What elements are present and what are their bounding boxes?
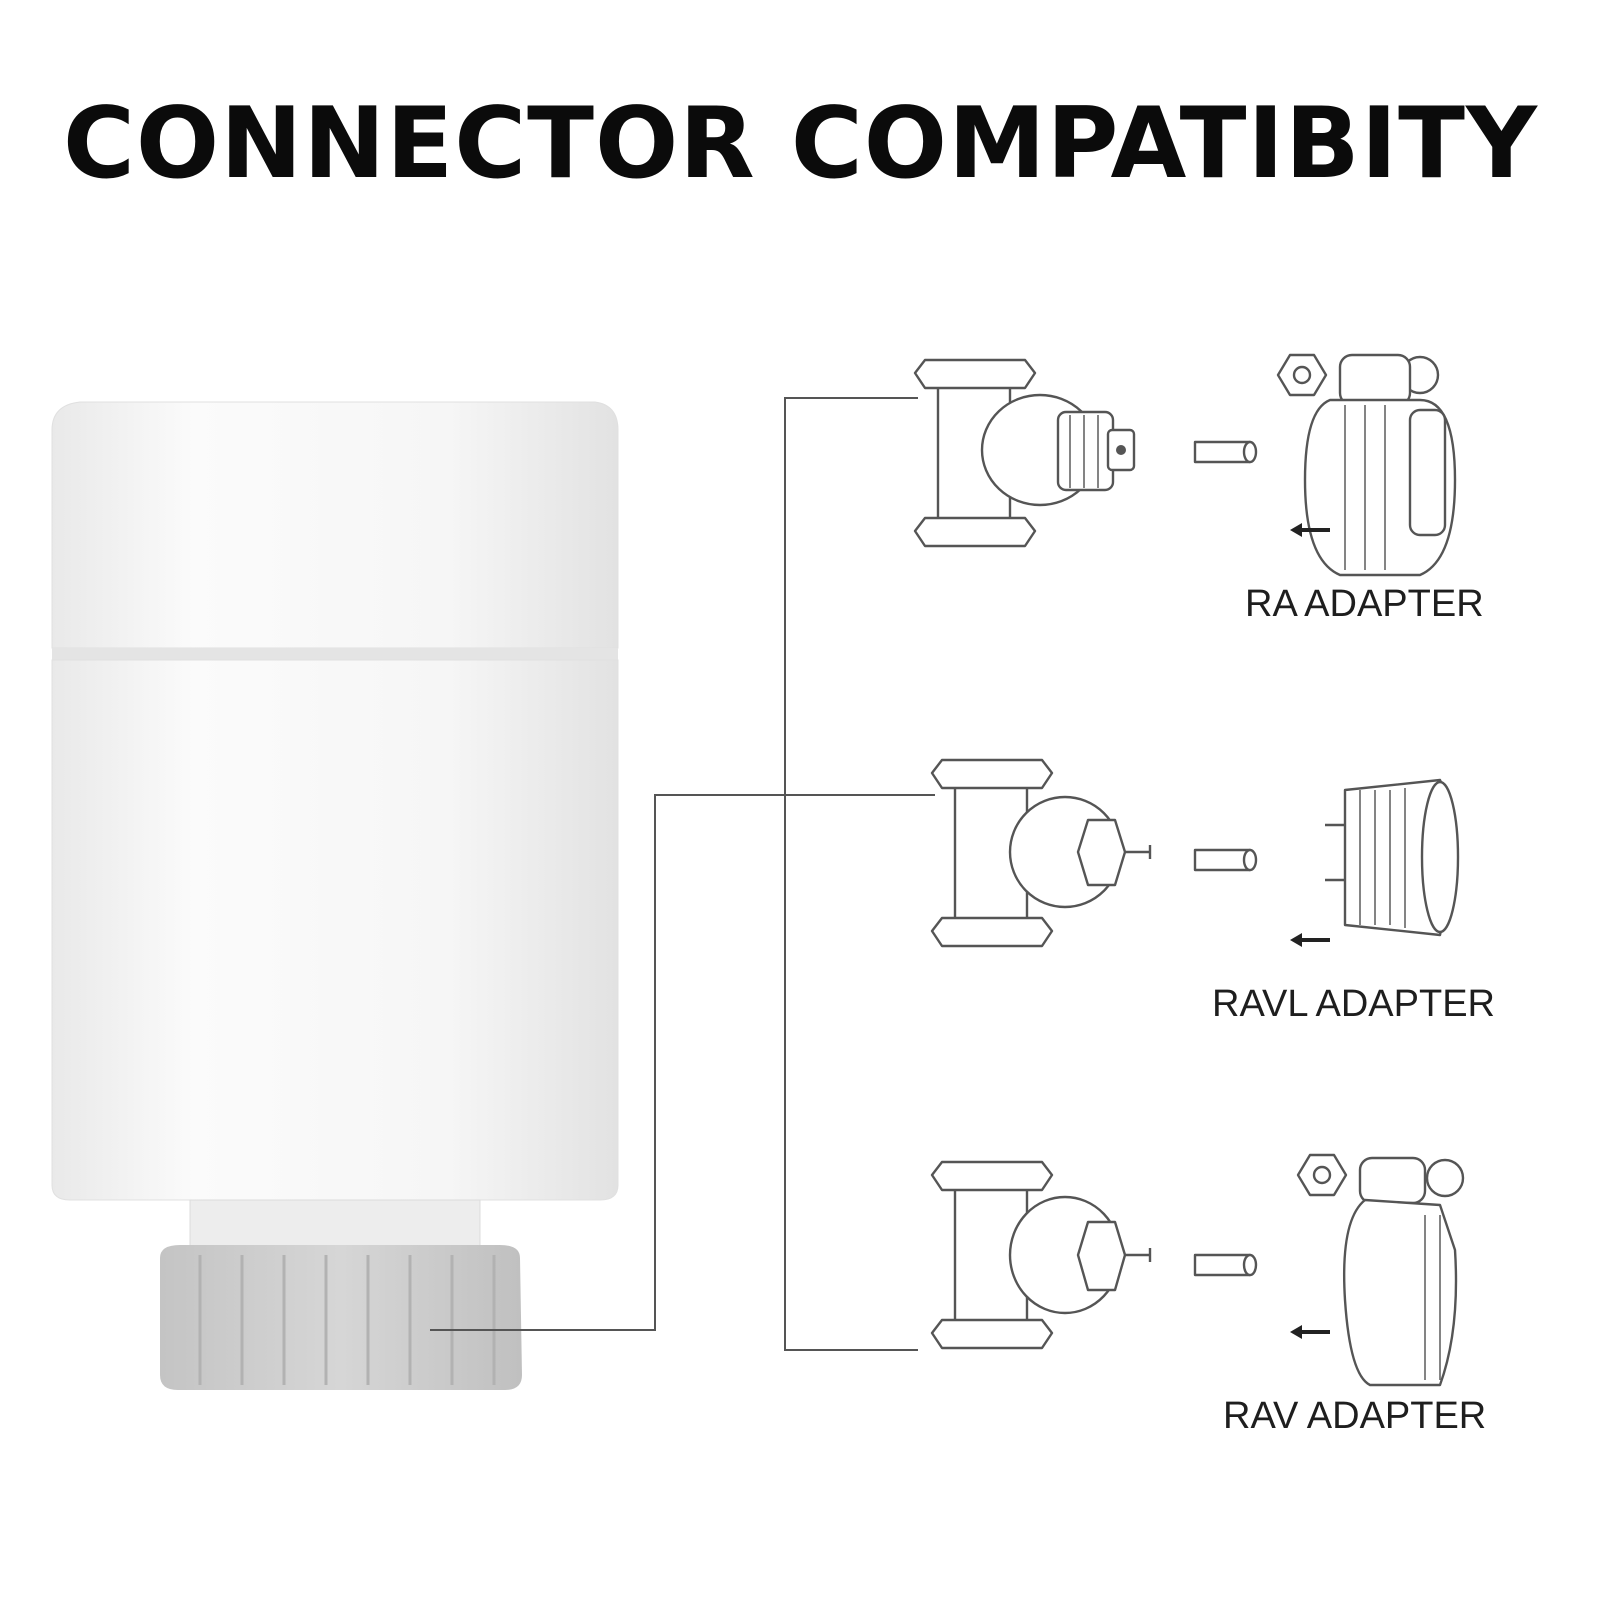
rav-adapter-drawing [1296, 1153, 1465, 1387]
ravl-arrow-icon [1290, 933, 1330, 947]
ravl-adapter-label: RAVL ADAPTER [1212, 983, 1495, 1025]
rav-valve-drawing [930, 1160, 1152, 1350]
thermostat-device [51, 401, 619, 1390]
ravl-valve-drawing [930, 758, 1152, 948]
ravl-pin-drawing [1193, 848, 1258, 872]
ra-arrow-icon [1290, 523, 1330, 537]
ra-valve-drawing [913, 358, 1136, 548]
ravl-adapter-drawing [1325, 778, 1460, 937]
ra-adapter-drawing [1276, 353, 1457, 577]
diagram-title: CONNECTOR COMPATIBITY [63, 87, 1538, 201]
rav-adapter-label: RAV ADAPTER [1223, 1395, 1487, 1437]
ra-adapter-label: RA ADAPTER [1245, 583, 1484, 625]
connector-lines [430, 397, 935, 1351]
rav-pin-drawing [1193, 1253, 1258, 1277]
ra-pin-drawing [1193, 440, 1258, 464]
rav-arrow-icon [1290, 1325, 1330, 1339]
